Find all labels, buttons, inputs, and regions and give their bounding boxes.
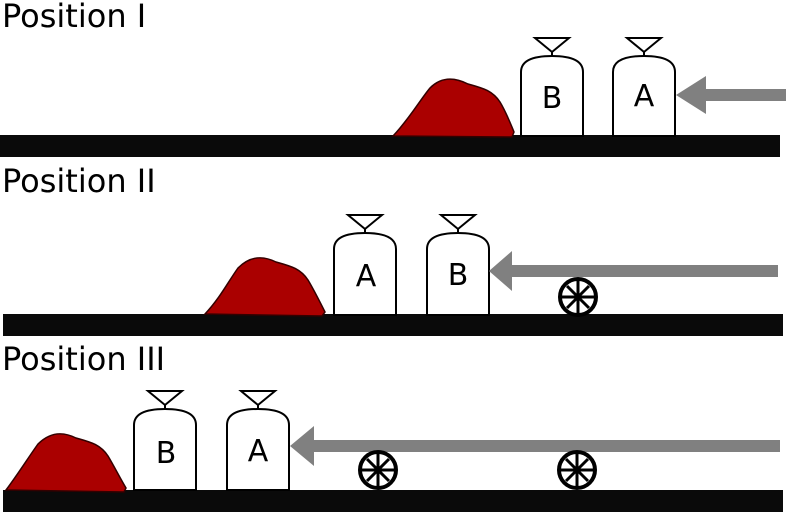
sandbag: A: [333, 214, 397, 316]
panel-position-2: Position II A B: [2, 162, 783, 336]
sandbag-label: B: [448, 258, 469, 293]
push-arrow: [489, 251, 778, 291]
sandbag: B: [520, 37, 584, 137]
wheel-icon: [358, 450, 398, 490]
panel-title: Position III: [2, 340, 165, 378]
push-arrow: [290, 426, 780, 466]
sandbag-label: A: [634, 79, 655, 114]
sandbag: A: [226, 390, 290, 491]
ground-bar: [0, 135, 780, 157]
panel-position-3: Position III B A: [2, 340, 783, 512]
ground-bar: [3, 490, 783, 512]
wheel-icon: [557, 450, 597, 490]
push-arrow: [676, 76, 786, 114]
sandbag: A: [612, 37, 676, 137]
panel-title: Position I: [2, 0, 146, 35]
dirt-pile: [391, 78, 515, 138]
dirt-pile: [4, 432, 127, 493]
sandbag: B: [133, 390, 197, 491]
sandbag-label: B: [542, 81, 563, 116]
sandbag-label: A: [356, 259, 377, 294]
ground-bar: [3, 314, 783, 336]
dirt-pile: [203, 256, 326, 317]
wheel-icon: [558, 277, 598, 317]
sandbag-label: A: [248, 434, 269, 469]
panel-title: Position II: [2, 162, 156, 200]
sandbag-label: B: [156, 436, 177, 471]
sandbag: B: [426, 214, 490, 316]
panel-position-1: Position I B A: [0, 0, 786, 157]
